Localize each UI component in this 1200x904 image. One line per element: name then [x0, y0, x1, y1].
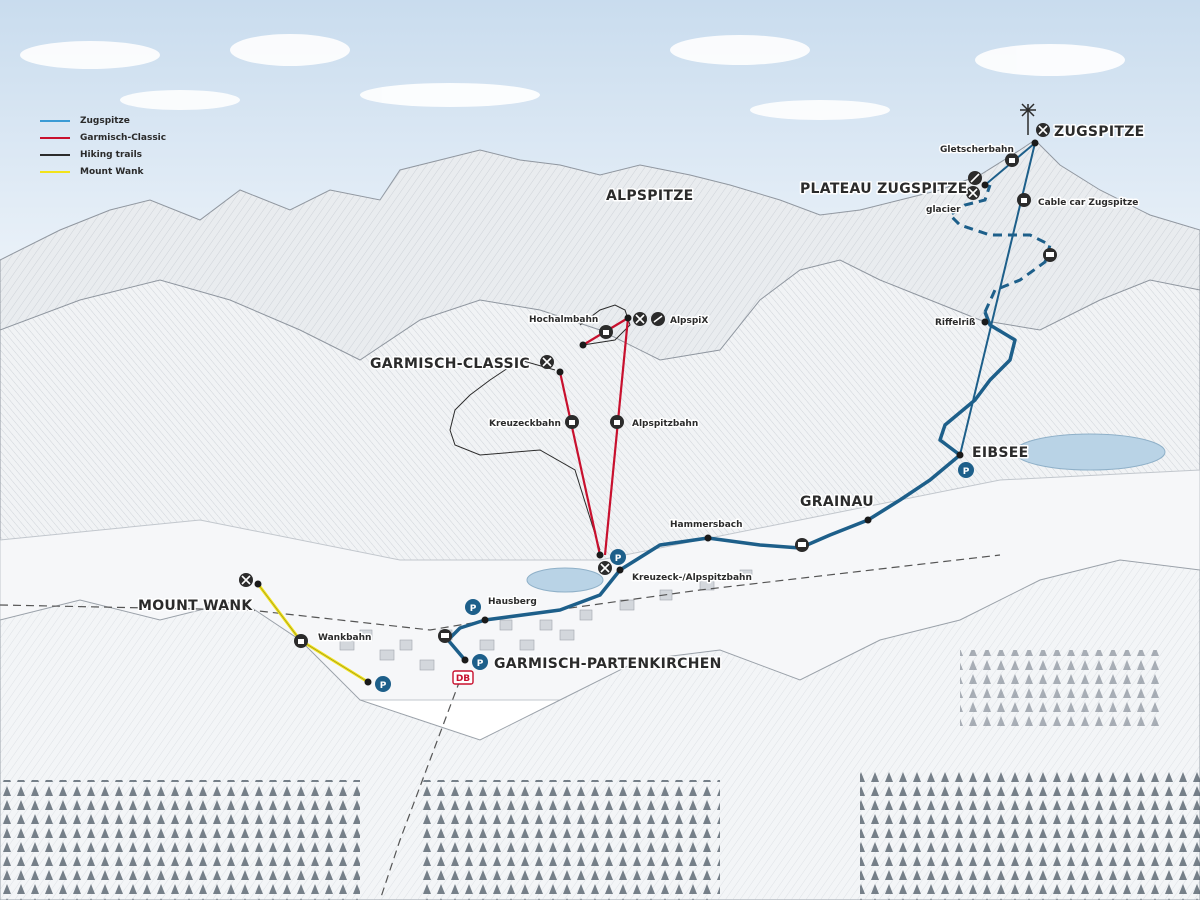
ski-lift-icon-glacier: [968, 171, 982, 185]
svg-text:DB: DB: [456, 674, 470, 684]
viewpoint-icon-alpspix: [651, 312, 665, 326]
train-icon-tunnel: [1043, 248, 1057, 262]
clouds: [20, 34, 1125, 120]
restaurant-icon-zugspitze: [1036, 123, 1050, 137]
train-icon-grainau: [795, 538, 809, 552]
summit-cross-icon: [1020, 103, 1036, 135]
region-label-mount-wank: MOUNT WANK: [138, 598, 253, 614]
region-label-garmisch-classic: GARMISCH-CLASSIC: [370, 356, 530, 372]
legend-item-mount-wank: Mount Wank: [40, 163, 170, 180]
hiking-trail-hochalm: [579, 304, 631, 346]
station-label-glacier: glacier: [926, 205, 961, 215]
svg-text:P: P: [470, 604, 477, 614]
restaurant-icon-mount-wank: [239, 573, 253, 587]
region-label-plateau: PLATEAU ZUGSPITZE: [800, 181, 968, 197]
gondola-icon-cable-car: [1017, 193, 1031, 207]
station-label-hochalmbahn: Hochalmbahn: [529, 315, 598, 325]
legend-item-zugspitze: Zugspitze: [40, 112, 170, 129]
region-label-zugspitze: ZUGSPITZE: [1054, 124, 1145, 140]
station-label-kreuzeckbahn: Kreuzeckbahn: [489, 419, 561, 429]
legend-swatch-zugspitze: [40, 119, 70, 122]
parking-badge-wank: P: [375, 676, 391, 692]
gondola-icon-wankbahn: [294, 634, 308, 648]
db-rail-badge: DB: [452, 670, 474, 685]
map-legend: Zugspitze Garmisch-Classic Hiking trails…: [40, 112, 170, 180]
station-label-alpspitzbahn: Alpspitzbahn: [632, 419, 698, 429]
railway-line-south: [379, 679, 461, 901]
legend-label: Mount Wank: [80, 166, 144, 177]
station-label-gletscherbahn: Gletscherbahn: [940, 145, 1014, 155]
restaurant-icon-glacier: [966, 186, 980, 200]
restaurant-icon-kreuzeck-valley: [598, 561, 612, 575]
region-label-eibsee: EIBSEE: [972, 445, 1028, 461]
restaurant-icon-garmisch-classic: [540, 355, 554, 369]
station-label-hammersbach: Hammersbach: [670, 520, 743, 530]
route-zugspitze-railway: [446, 311, 1017, 662]
parking-badge-kreuzeck: P: [610, 549, 626, 565]
restaurant-icon-alpspix: [633, 312, 647, 326]
gondola-icon-hochalmbahn: [599, 325, 613, 339]
station-label-kreuzeck-alpspitzbahn: Kreuzeck-/Alpspitzbahn: [632, 573, 752, 583]
eibsee-lake: [1014, 433, 1166, 471]
svg-text:P: P: [477, 659, 484, 669]
station-label-hausberg: Hausberg: [488, 597, 537, 607]
legend-item-garmisch-classic: Garmisch-Classic: [40, 129, 170, 146]
legend-swatch-mount-wank: [40, 170, 70, 173]
region-label-garmisch-partenkirchen: GARMISCH-PARTENKIRCHEN: [494, 656, 722, 672]
station-dots: [254, 139, 1039, 686]
station-label-wankbahn: Wankbahn: [318, 633, 371, 643]
parking-badge-eibsee: P: [958, 462, 974, 478]
legend-swatch-hiking-trails: [40, 153, 70, 156]
gondola-icon-gletscherbahn: [1005, 153, 1019, 167]
parking-badge-garmisch: P: [472, 654, 488, 670]
route-kreuzeckbahn: [558, 371, 602, 556]
gondola-icon-alpspitzbahn: [610, 415, 624, 429]
legend-label: Garmisch-Classic: [80, 132, 167, 143]
route-zugspitze-rack-tunnel: [947, 184, 1052, 313]
svg-text:P: P: [615, 554, 622, 564]
station-label-cable-car-zugspitze: Cable car Zugspitze: [1038, 198, 1138, 208]
station-label-riffelriss: Riffelriß: [935, 318, 976, 328]
legend-label: Zugspitze: [80, 115, 130, 126]
route-alpspitzbahn: [603, 317, 630, 556]
forests: [0, 650, 1200, 900]
svg-text:P: P: [380, 681, 387, 691]
hiking-trail-kreuzeck: [449, 359, 601, 551]
region-label-alpspitze: ALPSPITZE: [606, 188, 694, 204]
parking-badge-hausberg: P: [465, 599, 481, 615]
train-icon-garmisch: [438, 629, 452, 643]
legend-label: Hiking trails: [80, 149, 143, 160]
station-label-alpspix: AlpspiX: [670, 316, 708, 326]
legend-swatch-garmisch-classic: [40, 136, 70, 139]
legend-item-hiking-trails: Hiking trails: [40, 146, 170, 163]
region-label-grainau: GRAINAU: [800, 494, 874, 510]
riessersee-lake: [526, 567, 604, 593]
gondola-icon-kreuzeckbahn: [565, 415, 579, 429]
svg-text:P: P: [963, 467, 970, 477]
railway-line: [0, 554, 1001, 631]
